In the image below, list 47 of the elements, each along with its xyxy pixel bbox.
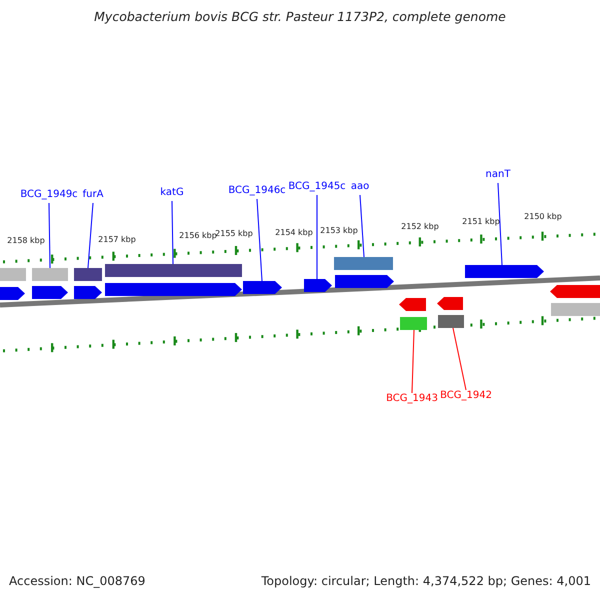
scale-label: 2151 kbp bbox=[462, 218, 500, 226]
gene-block bbox=[437, 297, 463, 310]
gene-bar bbox=[334, 257, 393, 270]
gene-bar bbox=[438, 315, 464, 328]
gene-label: aao bbox=[350, 182, 370, 192]
gene-bar bbox=[32, 268, 68, 281]
accession-text: Accession: NC_008769 bbox=[9, 575, 146, 587]
scale-label: 2152 kbp bbox=[401, 223, 439, 231]
leader-line bbox=[360, 194, 364, 258]
gene-block bbox=[243, 281, 282, 294]
gene-block bbox=[465, 265, 544, 278]
gene-block bbox=[304, 279, 332, 292]
gene-block bbox=[32, 286, 68, 299]
leader-line bbox=[172, 200, 174, 264]
gene-block bbox=[399, 298, 426, 311]
gene-label: BCG_1946c bbox=[228, 186, 286, 196]
gene-label: furA bbox=[82, 190, 104, 200]
gene-label: BCG_1945c bbox=[288, 182, 346, 192]
gene-bar bbox=[551, 303, 600, 316]
genome-summary: Topology: circular; Length: 4,374,522 bp; Genes: 4,001 bbox=[261, 575, 591, 587]
gene-label: nanT bbox=[486, 170, 510, 180]
scale-label: 2158 kbp bbox=[7, 237, 45, 245]
scale-label: 2157 kbp bbox=[98, 236, 136, 244]
scale-label: 2155 kbp bbox=[215, 230, 253, 238]
diagram-title: Mycobacterium bovis BCG str. Pasteur 1173P2, complete genome bbox=[94, 11, 506, 24]
gene-block bbox=[0, 287, 25, 300]
gene-block bbox=[74, 286, 102, 299]
scale-label: 2156 kbp bbox=[179, 232, 217, 240]
gene-label: BCG_1949c bbox=[20, 190, 78, 200]
scale-label: 2154 kbp bbox=[275, 229, 313, 237]
leader-line bbox=[48, 202, 50, 268]
gene-bar bbox=[74, 268, 102, 281]
leader-line bbox=[256, 198, 262, 282]
gene-bar bbox=[400, 317, 427, 330]
scale-label: 2150 kbp bbox=[524, 213, 562, 221]
leader-line bbox=[316, 194, 318, 280]
scale-label: 2153 kbp bbox=[320, 227, 358, 235]
gene-bar bbox=[105, 264, 242, 277]
leader-line bbox=[412, 330, 414, 394]
gene-label: katG bbox=[160, 188, 184, 198]
gene-label: BCG_1943 bbox=[386, 394, 438, 404]
gene-label: BCG_1942 bbox=[440, 391, 492, 401]
leader-line bbox=[452, 328, 466, 390]
leader-line bbox=[498, 182, 502, 266]
gene-block bbox=[335, 275, 394, 288]
gene-bar bbox=[0, 268, 26, 281]
gene-block bbox=[550, 285, 600, 298]
